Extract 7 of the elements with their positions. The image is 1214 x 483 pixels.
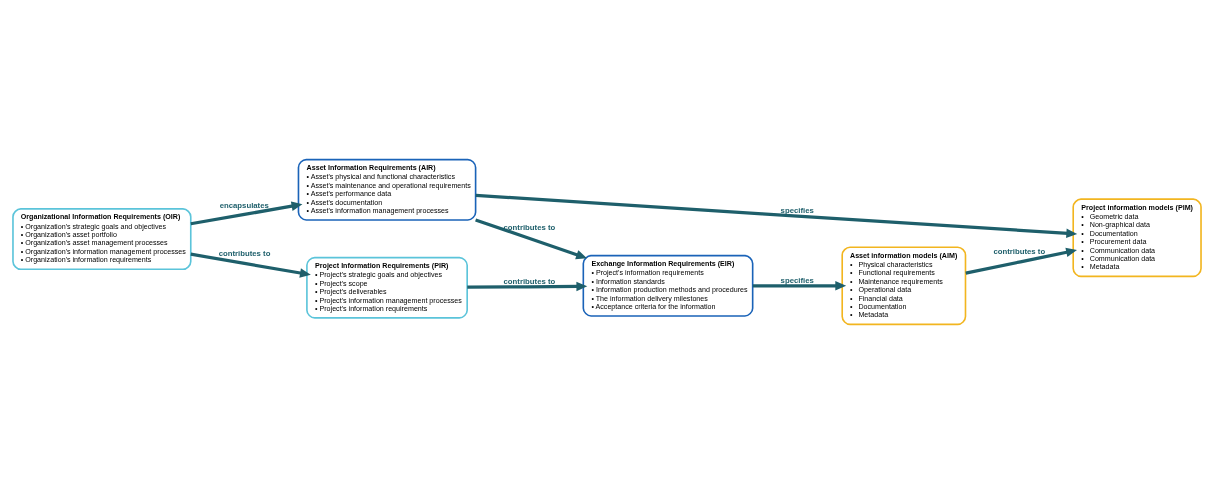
arrow xyxy=(190,201,303,225)
arrow xyxy=(965,247,1077,275)
arrow xyxy=(475,193,1078,238)
arrow xyxy=(190,252,311,278)
arrow xyxy=(752,280,847,291)
arrow xyxy=(467,281,588,291)
arrow xyxy=(475,217,587,259)
